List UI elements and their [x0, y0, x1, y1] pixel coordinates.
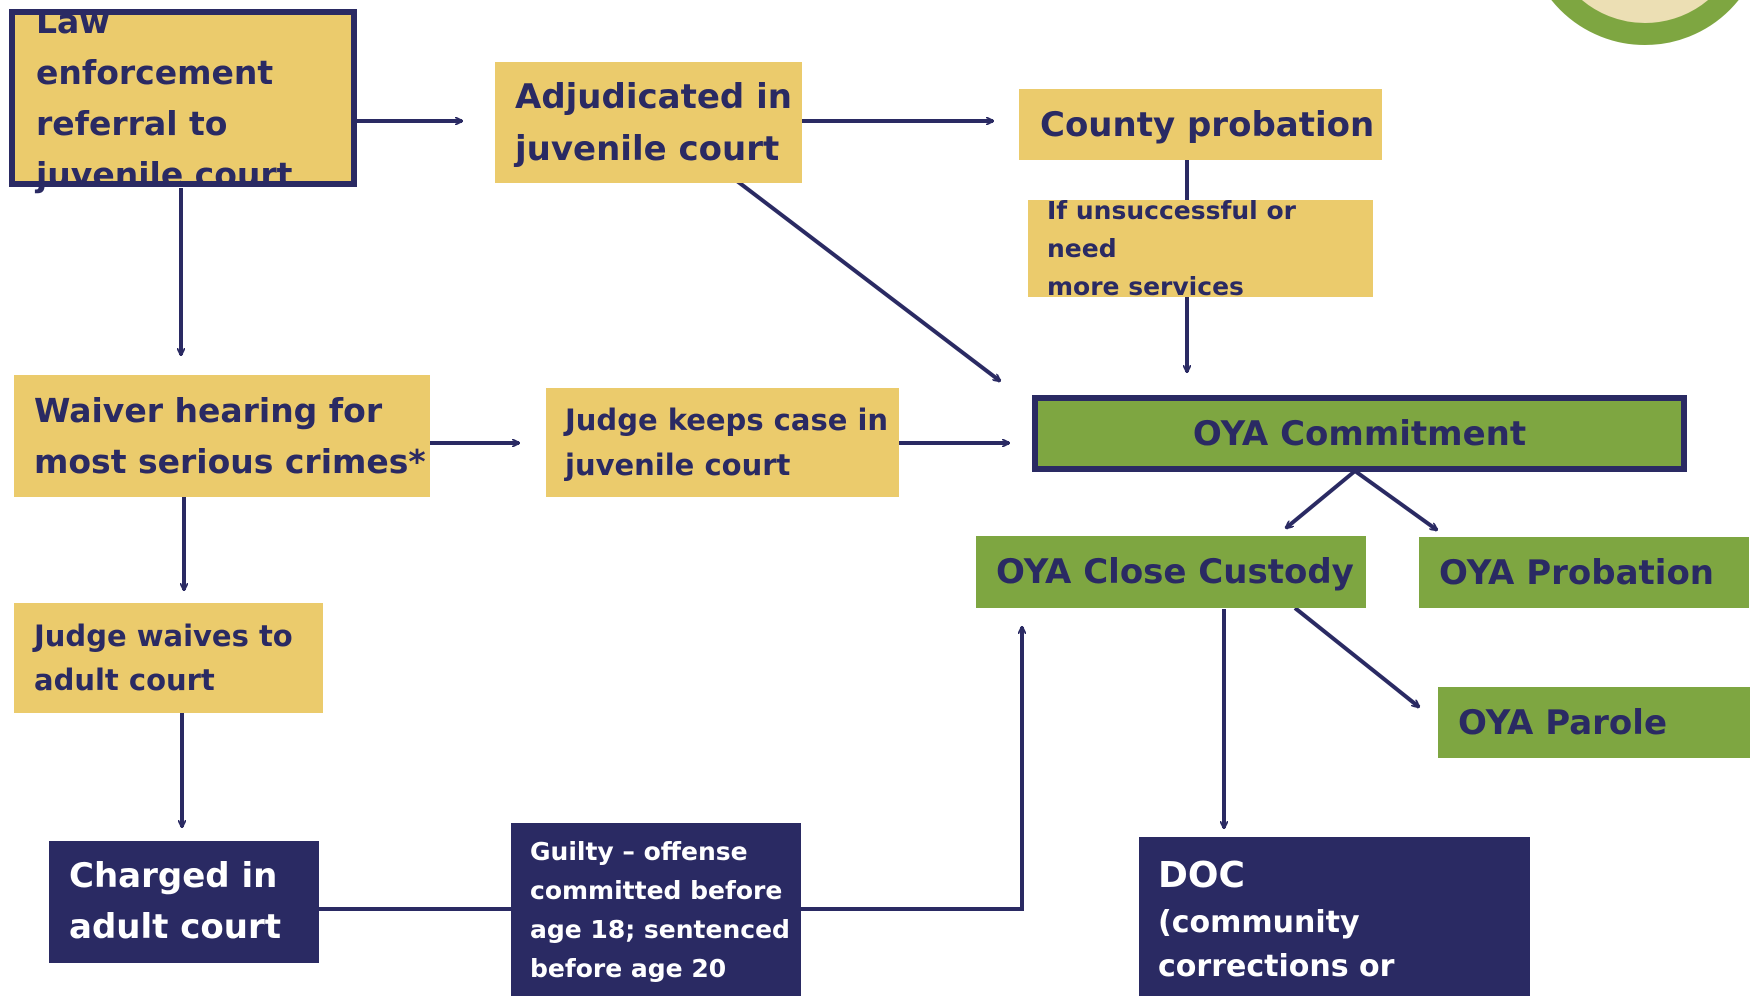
arrow-commitment-to-close-custody [1286, 469, 1357, 528]
arrow-close-custody-to-parole [1293, 606, 1419, 707]
oya-parole-box: OYA Parole [1438, 687, 1750, 758]
oya-parole-label: OYA Parole [1458, 702, 1667, 743]
doc-line-3: corrections or facility) [1158, 949, 1395, 996]
judge-waives-line-2: adult court [34, 663, 215, 697]
oya-probation-box: OYA Probation [1419, 537, 1749, 608]
waiver-hearing-box: Waiver hearing for most serious crimes* [14, 375, 430, 497]
adjudicated-line-2: juvenile court [515, 128, 780, 169]
guilty-line-2: committed before [530, 875, 783, 905]
judge-waives-line-1: Judge waives to [34, 619, 293, 653]
oya-close-custody-box: OYA Close Custody [976, 536, 1366, 608]
doc-line-2: (community [1158, 905, 1360, 940]
doc-title: DOC [1158, 855, 1245, 896]
arrow-adjudicated-to-oya-commitment [735, 179, 1000, 381]
charged-adult-line-2: adult court [69, 907, 281, 947]
oya-probation-label: OYA Probation [1439, 552, 1715, 593]
guilty-line-3: age 18; sentenced [530, 914, 790, 944]
charged-adult-court-box: Charged in adult court [49, 841, 319, 963]
county-probation-box: County probation [1019, 89, 1382, 160]
judge-keeps-line-1: Judge keeps case in [565, 402, 889, 437]
arrow-commitment-to-oya-probation [1353, 469, 1437, 532]
judge-keeps-box: Judge keeps case in juvenile court [546, 388, 899, 497]
oya-commitment-label: OYA Commitment [1192, 413, 1527, 454]
law-enforcement-referral-box: Law enforcement referral to juvenile cou… [9, 2, 357, 194]
adjudicated-line-1: Adjudicated in [515, 76, 792, 117]
county-probation-label: County probation [1040, 104, 1375, 145]
if-unsuccessful-box: If unsuccessful or need more services [1028, 196, 1373, 301]
waiver-hearing-line-2: most serious crimes* [34, 442, 426, 481]
charged-adult-line-1: Charged in [69, 856, 278, 896]
guilty-line-4: before age 20 [530, 953, 727, 983]
law-enforcement-line-1: Law enforcement [36, 2, 274, 92]
law-enforcement-line-2: referral to [36, 104, 228, 143]
law-enforcement-line-3: juvenile court [36, 155, 293, 194]
doc-box: DOC (community corrections or facility) [1139, 837, 1530, 996]
adjudicated-box: Adjudicated in juvenile court [495, 62, 802, 183]
judge-waives-box: Judge waives to adult court [14, 603, 323, 713]
if-unsuccessful-line-2: more services [1047, 271, 1244, 301]
guilty-condition-box: Guilty – offense committed before age 18… [511, 823, 801, 996]
if-unsuccessful-line-1: If unsuccessful or need [1047, 195, 1296, 263]
guilty-line-1: Guilty – offense [530, 836, 748, 866]
judge-keeps-line-2: juvenile court [565, 447, 791, 482]
oya-close-custody-label: OYA Close Custody [996, 552, 1354, 592]
waiver-hearing-line-1: Waiver hearing for [34, 391, 383, 430]
oya-commitment-box: OYA Commitment [1032, 395, 1687, 472]
